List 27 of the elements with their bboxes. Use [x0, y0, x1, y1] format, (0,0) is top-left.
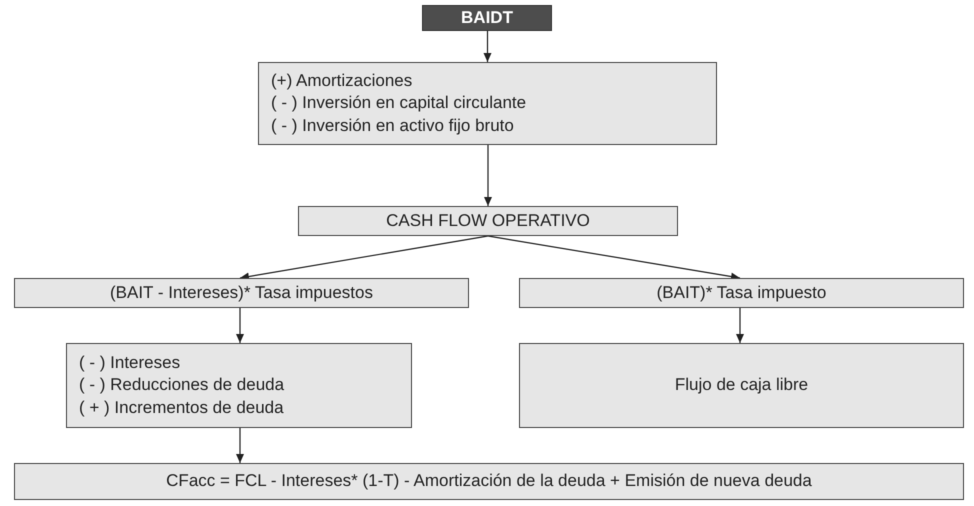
box-text: (+) Amortizaciones [271, 70, 412, 92]
box-text: (BAIT - Intereses)* Tasa impuestos [110, 282, 373, 304]
box-text: CFacc = FCL - Intereses* (1-T) - Amortización de la deuda + Emisión de nueva deuda [166, 470, 812, 492]
box-text: BAIDT [461, 6, 513, 29]
box-text: ( - ) Intereses [79, 352, 180, 374]
box-text: CASH FLOW OPERATIVO [386, 210, 590, 232]
arrow [236, 308, 244, 343]
arrow [240, 235, 488, 280]
arrow [236, 428, 244, 463]
arrow [484, 31, 492, 62]
title-box [422, 5, 552, 31]
arrow [488, 235, 740, 280]
process-box [14, 463, 964, 500]
box-text: (BAIT)* Tasa impuesto [656, 282, 826, 304]
box-text: ( - ) Inversión en activo fijo bruto [271, 114, 514, 137]
process-box [519, 343, 964, 428]
process-box [298, 206, 678, 236]
process-box [66, 343, 412, 428]
process-box [258, 62, 717, 145]
arrow [484, 145, 492, 206]
box-text: ( - ) Inversión en capital circulante [271, 92, 526, 114]
box-text: Flujo de caja libre [674, 374, 808, 396]
arrow [736, 308, 744, 343]
box-text: ( + ) Incrementos de deuda [79, 396, 284, 419]
process-box [14, 278, 469, 308]
box-text: ( - ) Reducciones de deuda [79, 374, 284, 396]
process-box [519, 278, 964, 308]
